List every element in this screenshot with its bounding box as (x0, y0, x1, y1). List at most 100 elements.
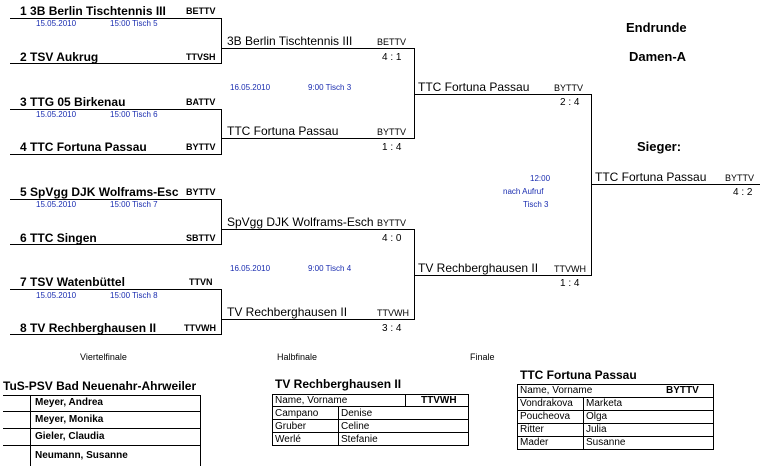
match-date: 15.05.2010 (36, 19, 77, 28)
team-code: BYTTV (377, 127, 407, 137)
player-firstname: Julia (586, 424, 607, 435)
seed-number: 3 (20, 95, 27, 109)
team-name: TTG 05 Birkenau (30, 95, 126, 109)
bracket-line (591, 94, 592, 276)
roster-title: TV Rechberghausen II (275, 377, 402, 391)
bracket-line (222, 229, 415, 230)
team-name: TTC Singen (30, 231, 97, 245)
bracket-line (10, 199, 222, 200)
player-lastname: Gruber (275, 421, 307, 432)
team-code: TTVWH (184, 323, 216, 333)
team-name: TTC Fortuna Passau (227, 124, 339, 138)
round-label-final: Finale (470, 352, 495, 362)
final-note: nach Aufruf (503, 187, 544, 196)
bracket-line (415, 275, 592, 276)
team-code: BATTV (186, 97, 216, 107)
match-score: 4 : 0 (382, 233, 402, 244)
match-time-table: 15:00 Tisch 6 (110, 110, 158, 119)
team-name: TTC Fortuna Passau (418, 80, 530, 94)
team-code: BYTTV (554, 83, 584, 93)
roster-title: TTC Fortuna Passau (520, 368, 637, 382)
team-code: BYTTV (186, 187, 216, 197)
team-code: BYTTV (725, 173, 755, 183)
team-name: TSV Aukrug (30, 50, 99, 64)
seed-number: 6 (20, 231, 27, 245)
player-firstname: Celine (341, 421, 370, 432)
player-lastname: Ritter (520, 424, 544, 435)
bracket-line (10, 63, 222, 64)
team-name: SpVgg DJK Wolframs-Esch (227, 215, 374, 229)
team-name: TSV Watenbüttel (30, 275, 125, 289)
match-date: 15.05.2010 (36, 291, 77, 300)
team-name: SpVgg DJK Wolframs-Esc (30, 185, 179, 199)
team-code: TTVN (189, 277, 213, 287)
player-firstname: Susanne (586, 437, 626, 448)
match-score: 3 : 4 (382, 323, 402, 334)
match-score: 4 : 2 (733, 187, 753, 198)
roster-header-name: Name, Vorname (520, 385, 593, 396)
roster-header-code: BYTTV (666, 385, 699, 396)
seed-number: 2 (20, 50, 27, 64)
roster-header-name: Name, Vorname (275, 395, 348, 406)
bracket-line (10, 109, 222, 110)
round-label-half: Halbfinale (277, 352, 318, 362)
match-score: 1 : 4 (560, 278, 580, 289)
final-time: 12:00 (530, 174, 551, 183)
bracket-line (10, 18, 222, 19)
bracket-line (10, 289, 222, 290)
player-lastname: Vondrakova (520, 398, 573, 409)
seed-number: 7 (20, 275, 27, 289)
team-code: SBTTV (186, 233, 216, 243)
player-lastname: Mader (520, 437, 549, 448)
team-code: BETTV (377, 37, 407, 47)
player-firstname: Marketa (586, 398, 623, 409)
team-name: TV Rechberghausen II (227, 305, 348, 319)
match-date: 16.05.2010 (230, 83, 271, 92)
match-score: 2 : 4 (560, 97, 580, 108)
seed-number: 8 (20, 321, 27, 335)
bracket-line (222, 48, 415, 49)
team-name: TV Rechberghausen II (418, 261, 539, 275)
team-name: TTC Fortuna Passau (595, 170, 707, 184)
team-code: TTVWH (554, 264, 586, 274)
match-date: 15.05.2010 (36, 200, 77, 209)
team-name: 3B Berlin Tischtennis III (30, 4, 166, 18)
player-lastname: Campano (275, 408, 319, 419)
player-name: Neumann, Susanne (35, 450, 128, 461)
match-time-table: 15:00 Tisch 8 (110, 291, 158, 300)
bracket-line (221, 109, 222, 155)
player-firstname: Olga (586, 411, 608, 422)
seed-number: 4 (20, 140, 27, 154)
match-time-table: 15:00 Tisch 5 (110, 19, 158, 28)
team-code: BYTTV (377, 218, 407, 228)
bracket-line (415, 94, 592, 95)
bracket-line (221, 199, 222, 245)
bracket-line (414, 229, 415, 320)
bracket-line (592, 184, 760, 185)
division-title: Damen-A (629, 49, 687, 64)
bracket-line (10, 244, 222, 245)
team-code: BETTV (186, 6, 216, 16)
roster-title: TuS-PSV Bad Neuenahr-Ahrweiler (3, 379, 197, 393)
player-firstname: Stefanie (341, 434, 378, 445)
sieger-label: Sieger: (637, 139, 682, 154)
player-lastname: Poucheova (520, 411, 571, 422)
player-name: Gieler, Claudia (35, 431, 105, 442)
match-score: 1 : 4 (382, 142, 402, 153)
bracket-line (222, 138, 415, 139)
match-time-table: 9:00 Tisch 3 (308, 83, 352, 92)
endrunde-title: Endrunde (626, 20, 687, 35)
round-label-quarter: Viertelfinale (80, 352, 127, 362)
match-time-table: 15:00 Tisch 7 (110, 200, 158, 209)
bracket-line (221, 18, 222, 64)
team-code: BYTTV (186, 142, 216, 152)
match-time-table: 9:00 Tisch 4 (308, 264, 352, 273)
team-code: TTVSH (186, 52, 216, 62)
final-table: Tisch 3 (523, 200, 549, 209)
bracket-line (414, 48, 415, 139)
player-name: Meyer, Andrea (35, 397, 103, 408)
seed-number: 5 (20, 185, 27, 199)
bracket-line (222, 319, 415, 320)
seed-number: 1 (20, 4, 27, 18)
team-name: TV Rechberghausen II (30, 321, 157, 335)
